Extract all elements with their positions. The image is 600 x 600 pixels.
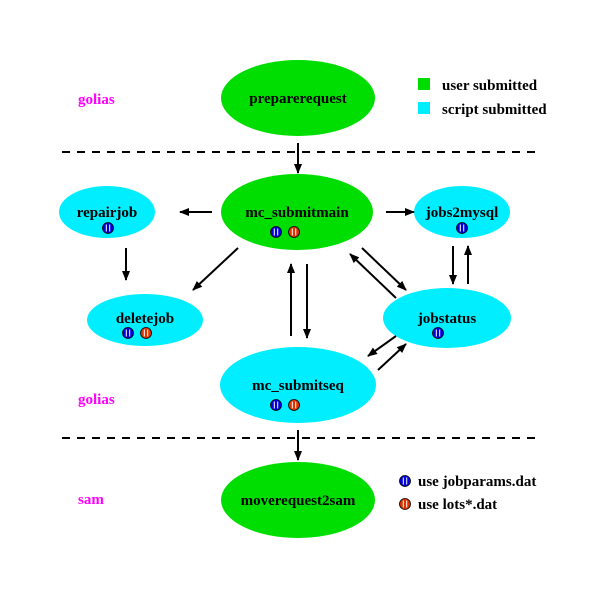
node-mc-submitseq: mc_submitseq (220, 347, 376, 423)
node-repairjob-label: repairjob (77, 205, 138, 221)
lots-marker-icon (288, 399, 300, 411)
node-moverequest2sam-label: moverequest2sam (241, 493, 356, 509)
node-jobstatus: jobstatus (383, 288, 511, 348)
jobparams-marker-icon (270, 226, 282, 238)
jobparams-marker-icon (122, 327, 134, 339)
legend-user-swatch (418, 78, 430, 90)
node-jobs2mysql-label: jobs2mysql (425, 205, 499, 221)
arrow-jobstatus-to-mc-submitmain (349, 253, 397, 299)
node-jobstatus-label: jobstatus (417, 311, 477, 327)
legend-user-label: user submitted (442, 78, 538, 94)
node-deletejob-label: deletejob (116, 311, 174, 327)
legend-jobparams-label: use jobparams.dat (418, 474, 536, 490)
node-mc-submitmain: mc_submitmain (221, 174, 373, 250)
legend-lots-marker-icon (399, 498, 411, 510)
jobparams-marker-icon (102, 222, 114, 234)
node-moverequest2sam: moverequest2sam (221, 462, 375, 538)
node-mc-submitseq-label: mc_submitseq (252, 378, 344, 394)
legend-script-label: script submitted (442, 102, 547, 118)
node-preparerequest-label: preparerequest (249, 91, 347, 107)
legend-script-swatch (418, 102, 430, 114)
node-preparerequest: preparerequest (221, 60, 375, 136)
arrow-jobstatus-to-mc-submitseq (367, 335, 397, 357)
legend-lots-label: use lots*.dat (418, 497, 497, 513)
host-label-middle: golias (78, 392, 115, 408)
host-label-top: golias (78, 92, 115, 108)
lots-marker-icon (140, 327, 152, 339)
arrow-mc-submitmain-to-deletejob (192, 247, 239, 291)
node-mc-submitmain-label: mc_submitmain (245, 205, 349, 221)
jobparams-marker-icon (270, 399, 282, 411)
arrow-mc-submitseq-to-jobstatus (377, 343, 407, 371)
node-jobs2mysql: jobs2mysql (414, 186, 510, 238)
lots-marker-icon (288, 226, 300, 238)
node-deletejob: deletejob (87, 294, 203, 346)
jobparams-marker-icon (456, 222, 468, 234)
legend-jobparams-marker-icon (399, 475, 411, 487)
arrow-mc-submitmain-to-jobstatus (361, 247, 407, 291)
jobparams-marker-icon (432, 327, 444, 339)
host-label-bottom: sam (78, 492, 104, 508)
node-repairjob: repairjob (59, 186, 155, 238)
